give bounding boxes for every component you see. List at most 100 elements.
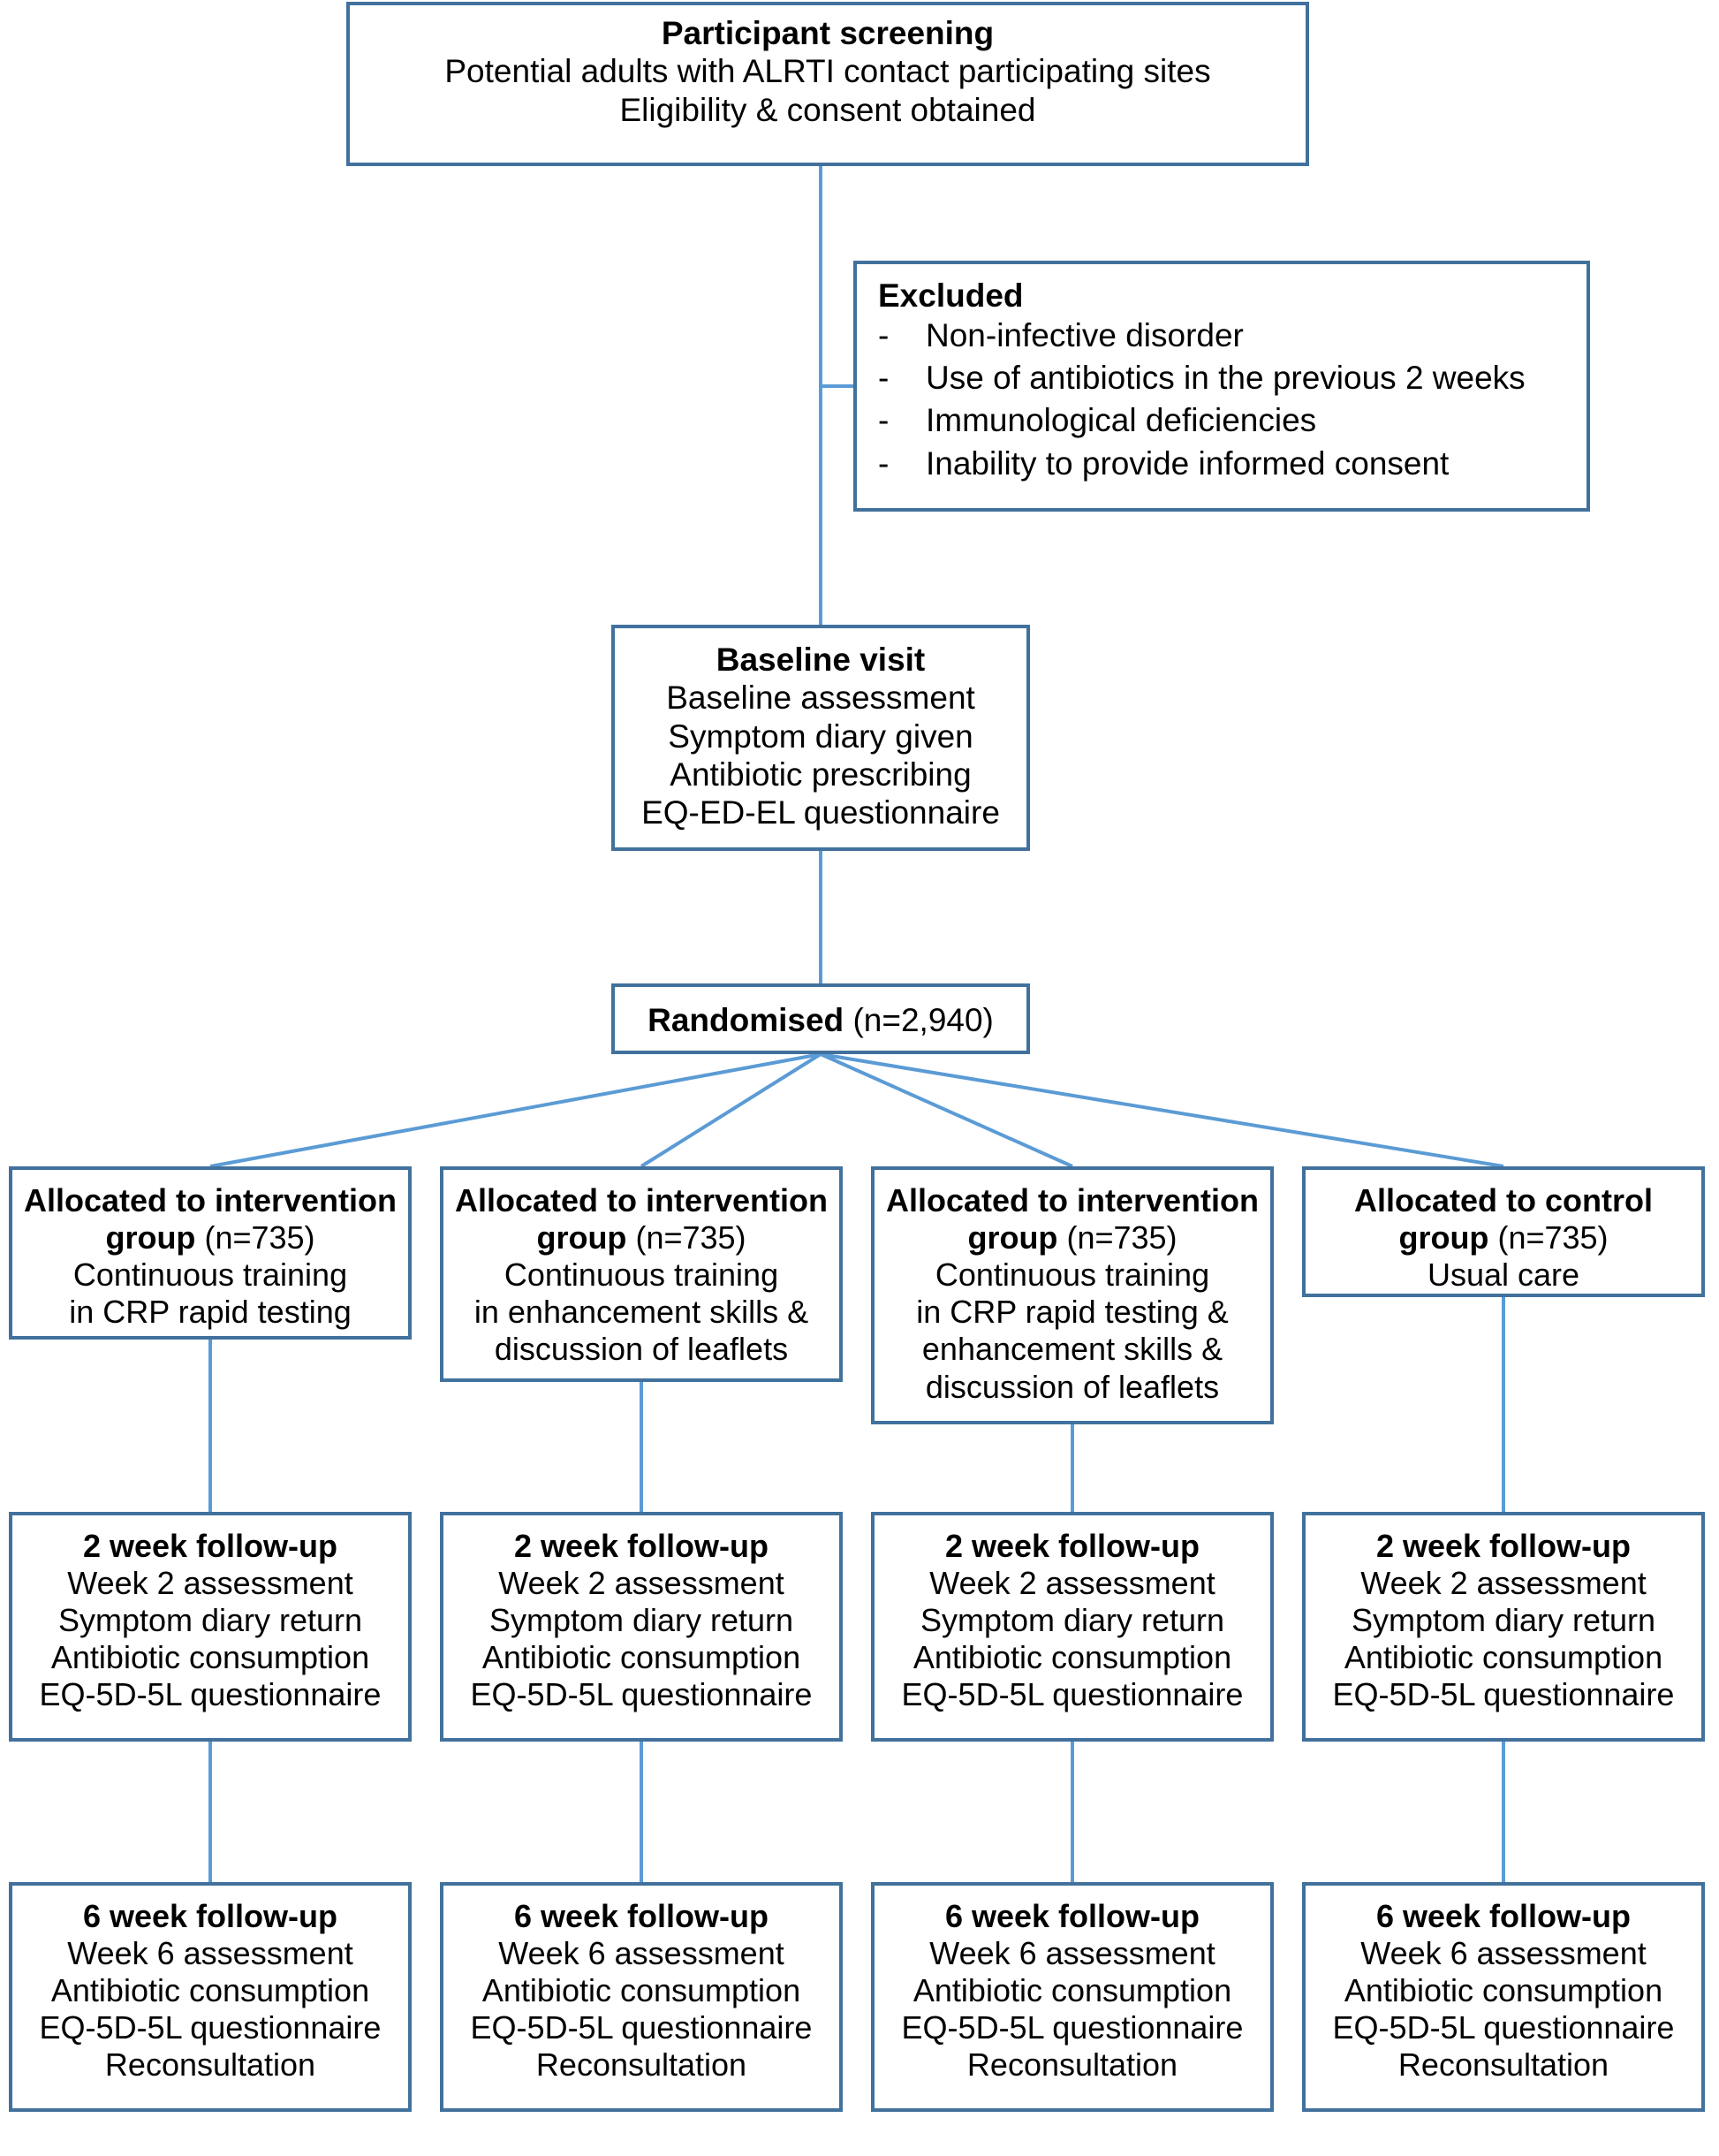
week2-box-4: 2 week follow-up Week 2 assessment Sympt… [1302,1512,1705,1742]
week2-2-line-3: Antibiotic consumption [481,1639,801,1676]
alloc-4-line-1: Usual care [1427,1256,1580,1294]
baseline-line-1: Baseline assessment [666,679,975,717]
screening-title: Participant screening [661,15,995,51]
week6-1-line-3: EQ-5D-5L questionnaire [39,2009,382,2046]
week2-4-line-4: EQ-5D-5L questionnaire [1332,1676,1675,1713]
week2-3-line-2: Symptom diary return [920,1602,1225,1639]
excluded-item-1-label: Non-infective disorder [926,317,1244,354]
week6-2-line-4: Reconsultation [535,2046,747,2084]
week6-box-3: 6 week follow-up Week 6 assessment Antib… [871,1882,1274,2112]
excluded-title: Excluded [878,277,1024,314]
alloc-1-group-line: group (n=735) [12,1219,408,1256]
week2-1-line-3: Antibiotic consumption [50,1639,370,1676]
excluded-item-2: - Use of antibiotics in the previous 2 w… [878,357,1586,399]
excluded-dash-1: - [878,317,890,354]
week6-3-title: 6 week follow-up [944,1898,1200,1934]
week6-1-line-1: Week 6 assessment [67,1935,353,1972]
week6-1-title: 6 week follow-up [82,1898,338,1934]
alloc-1-title: Allocated to intervention [23,1182,398,1218]
week6-4-line-3: EQ-5D-5L questionnaire [1332,2009,1675,2046]
alloc-2-line-1: Continuous training [504,1256,779,1294]
connector-randomised-to-alloc-1 [209,1052,822,1168]
week6-3-line-4: Reconsultation [966,2046,1178,2084]
excluded-item-1: - Non-infective disorder [878,315,1586,357]
week6-box-1: 6 week follow-up Week 6 assessment Antib… [9,1882,412,2112]
week2-3-line-4: EQ-5D-5L questionnaire [901,1676,1244,1713]
week6-3-line-1: Week 6 assessment [929,1935,1215,1972]
excluded-box: Excluded - Non-infective disorder - Use … [853,261,1590,512]
week6-4-title: 6 week follow-up [1375,1898,1632,1934]
week2-1-line-4: EQ-5D-5L questionnaire [39,1676,382,1713]
week6-box-4: 6 week follow-up Week 6 assessment Antib… [1302,1882,1705,2112]
alloc-3-line-3: enhancement skills & [921,1331,1223,1368]
week2-4-line-1: Week 2 assessment [1360,1565,1647,1602]
screening-line-2: Eligibility & consent obtained [619,91,1036,128]
week6-2-title: 6 week follow-up [513,1898,769,1934]
excluded-item-2-label: Use of antibiotics in the previous 2 wee… [926,360,1526,397]
alloc-3-title2: group [967,1219,1058,1256]
week2-3-line-3: Antibiotic consumption [913,1639,1232,1676]
week2-2-line-2: Symptom diary return [488,1602,794,1639]
alloc-3-count: (n=735) [1066,1219,1178,1256]
week6-3-line-2: Antibiotic consumption [913,1972,1232,2009]
alloc-2-group-line: group (n=735) [443,1219,839,1256]
week2-1-line-1: Week 2 assessment [67,1565,353,1602]
baseline-visit-box: Baseline visit Baseline assessment Sympt… [611,625,1030,851]
week6-4-line-1: Week 6 assessment [1360,1935,1647,1972]
excluded-dash-4: - [878,444,890,482]
week6-2-line-3: EQ-5D-5L questionnaire [470,2009,813,2046]
allocation-box-3: Allocated to intervention group (n=735) … [871,1166,1274,1424]
connector-randomised-to-alloc-3 [820,1052,1073,1168]
alloc-1-title2: group [105,1219,196,1256]
allocation-box-1: Allocated to intervention group (n=735) … [9,1166,412,1340]
alloc-4-count: (n=735) [1497,1219,1609,1256]
alloc-2-count: (n=735) [635,1219,746,1256]
alloc-3-line-2: in CRP rapid testing & [916,1294,1229,1331]
week6-1-line-2: Antibiotic consumption [50,1972,370,2009]
week6-1-line-4: Reconsultation [104,2046,316,2084]
alloc-3-line-4: discussion of leaflets [925,1368,1220,1405]
alloc-2-line-3: discussion of leaflets [494,1331,789,1368]
alloc-4-title2: group [1398,1219,1489,1256]
excluded-item-4: - Inability to provide informed consent [878,443,1586,485]
week2-3-title: 2 week follow-up [944,1528,1200,1564]
participant-screening-box: Participant screening Potential adults w… [346,2,1309,166]
baseline-line-4: EQ-ED-EL questionnaire [641,794,1000,831]
excluded-dash-2: - [878,360,890,397]
week6-4-line-4: Reconsultation [1397,2046,1609,2084]
alloc-4-group-line: group (n=735) [1306,1219,1701,1256]
excluded-item-4-label: Inability to provide informed consent [926,444,1450,482]
randomised-count: (n=2,940) [852,1002,994,1038]
randomised-label: Randomised (n=2,940) [615,1001,1026,1039]
connector-randomised-to-alloc-4 [820,1052,1504,1168]
alloc-2-line-2: in enhancement skills & [473,1294,809,1331]
alloc-2-title: Allocated to intervention [454,1182,829,1218]
screening-line-1: Potential adults with ALRTI contact part… [444,53,1211,90]
week2-4-line-3: Antibiotic consumption [1344,1639,1663,1676]
week6-2-line-2: Antibiotic consumption [481,1972,801,2009]
week6-3-line-3: EQ-5D-5L questionnaire [901,2009,1244,2046]
alloc-3-title: Allocated to intervention [885,1182,1260,1218]
alloc-2-title2: group [536,1219,627,1256]
week2-box-2: 2 week follow-up Week 2 assessment Sympt… [440,1512,843,1742]
excluded-item-3-label: Immunological deficiencies [926,402,1317,439]
excluded-item-3: - Immunological deficiencies [878,399,1586,442]
baseline-title: Baseline visit [716,641,926,678]
week2-4-title: 2 week follow-up [1375,1528,1632,1564]
alloc-4-title: Allocated to control [1353,1182,1653,1218]
week6-2-line-1: Week 6 assessment [498,1935,784,1972]
connector-randomised-to-alloc-2 [640,1052,822,1168]
alloc-3-group-line: group (n=735) [875,1219,1270,1256]
randomised-title: Randomised [647,1002,844,1038]
alloc-1-count: (n=735) [204,1219,315,1256]
alloc-3-line-1: Continuous training [935,1256,1210,1294]
week6-4-line-2: Antibiotic consumption [1344,1972,1663,2009]
baseline-line-3: Antibiotic prescribing [670,755,972,793]
week2-3-line-1: Week 2 assessment [929,1565,1215,1602]
allocation-box-4: Allocated to control group (n=735) Usual… [1302,1166,1705,1297]
week2-1-title: 2 week follow-up [82,1528,338,1564]
week2-2-line-4: EQ-5D-5L questionnaire [470,1676,813,1713]
week2-box-1: 2 week follow-up Week 2 assessment Sympt… [9,1512,412,1742]
alloc-1-line-2: in CRP rapid testing [69,1294,352,1331]
